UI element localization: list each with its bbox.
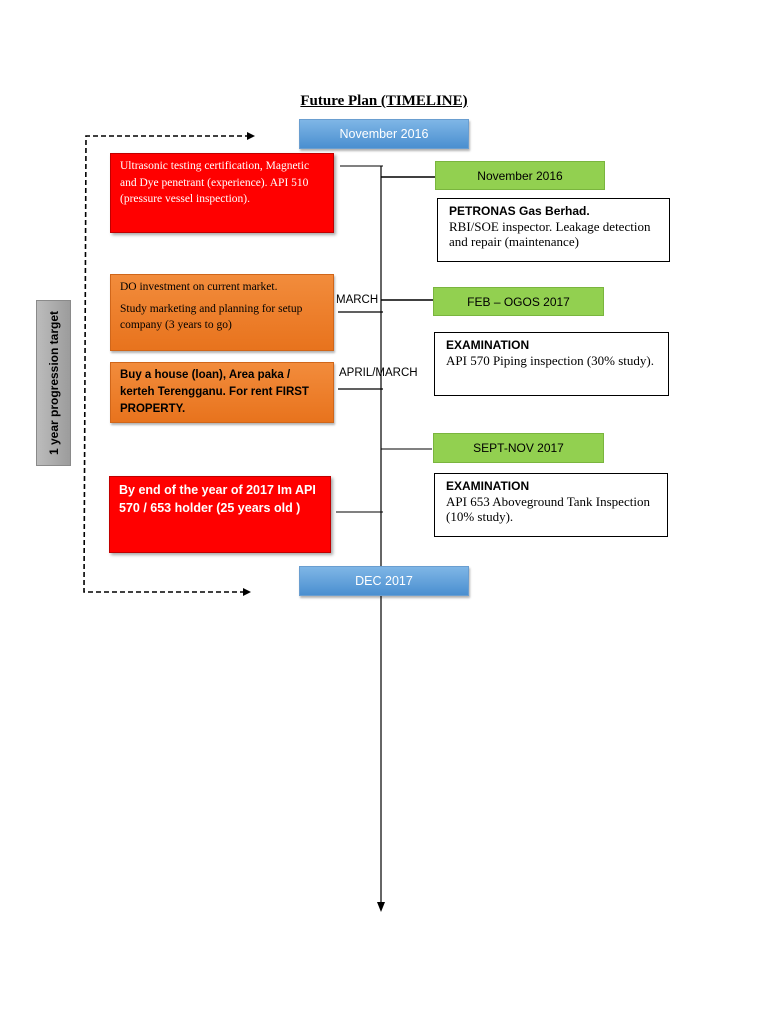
goal-card-api-holder: By end of the year of 2017 Im API 570 / … <box>109 476 331 553</box>
goal-line: Study marketing and planning for setup c… <box>120 302 303 332</box>
goal-card-certification: Ultrasonic testing certification, Magnet… <box>110 153 334 233</box>
event-heading: EXAMINATION <box>446 479 530 493</box>
event-text: API 570 Piping inspection (30% study). <box>446 353 654 368</box>
timeline-label-april-march: APRIL/MARCH <box>339 367 418 379</box>
event-text: RBI/SOE inspector. Leakage detection and… <box>449 219 651 249</box>
milestone-end: DEC 2017 <box>299 566 469 596</box>
goal-line: DO investment on current market. <box>120 281 278 293</box>
timeline-label-march: MARCH <box>336 294 379 306</box>
event-card: PETRONAS Gas Berhad. RBI/SOE inspector. … <box>437 198 670 262</box>
milestone-start: November 2016 <box>299 119 469 149</box>
period-badge: November 2016 <box>435 161 605 190</box>
event-text: API 653 Aboveground Tank Inspection (10%… <box>446 494 650 524</box>
goal-line: FIRST PROPERTY. <box>120 386 309 415</box>
event-heading: EXAMINATION <box>446 338 530 352</box>
event-card: EXAMINATION API 570 Piping inspection (3… <box>434 332 669 396</box>
event-card: EXAMINATION API 653 Aboveground Tank Ins… <box>434 473 668 537</box>
progression-bracket <box>83 135 250 593</box>
timeline-arrowhead <box>377 902 385 912</box>
event-heading: PETRONAS Gas Berhad. <box>449 204 590 218</box>
period-badge: FEB – OGOS 2017 <box>433 287 604 316</box>
goal-line: Buy a house (loan), Area paka / kerteh T… <box>120 369 291 398</box>
goal-card-property: Buy a house (loan), Area paka / kerteh T… <box>110 362 334 423</box>
progression-target-label: 1 year progression target <box>36 300 71 466</box>
period-badge: SEPT-NOV 2017 <box>433 433 604 463</box>
progression-target-text: 1 year progression target <box>46 310 61 456</box>
goal-card-investment: DO investment on current market. Study m… <box>110 274 334 351</box>
page-title: Future Plan (TIMELINE) <box>300 93 468 109</box>
